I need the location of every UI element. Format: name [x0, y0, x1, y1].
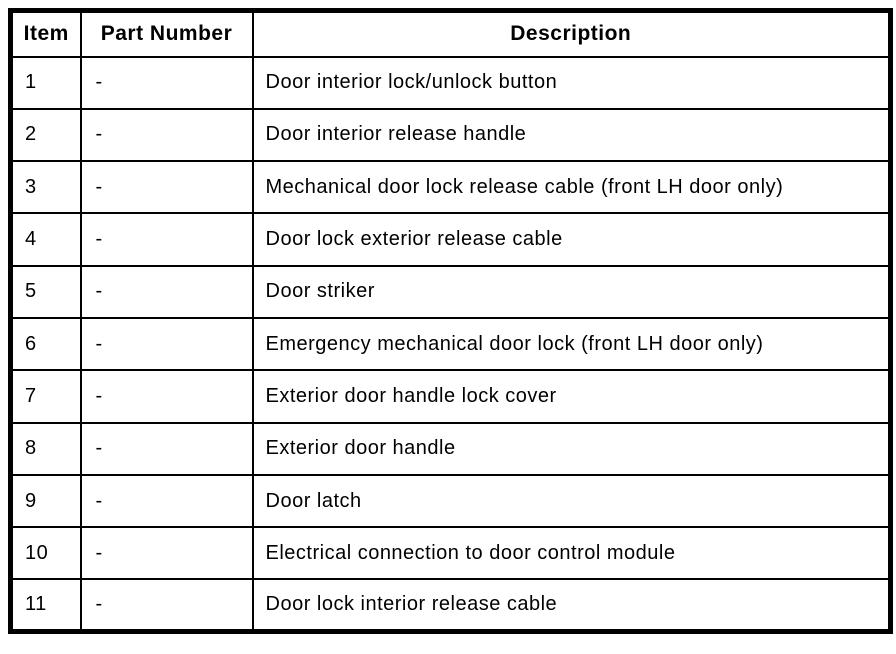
item-cell: 4: [9, 212, 82, 267]
description-cell: Door striker: [251, 264, 892, 319]
item-cell: 3: [9, 160, 82, 215]
description-cell: Emergency mechanical door lock (front LH…: [251, 316, 892, 372]
description-cell: Door interior lock/unlock button: [251, 55, 892, 110]
part-number-cell: -: [79, 578, 254, 633]
part-number-cell: -: [79, 212, 254, 267]
item-cell: 1: [9, 55, 82, 110]
description-cell: Door lock interior release cable: [251, 578, 892, 633]
part-number-cell: -: [79, 316, 254, 372]
part-number-cell: -: [79, 526, 254, 581]
description-cell: Mechanical door lock release cable (fron…: [251, 160, 892, 215]
description-cell: Door lock exterior release cable: [251, 212, 892, 267]
part-number-cell: -: [79, 107, 254, 163]
item-cell: 8: [9, 421, 82, 476]
parts-table-container: Item Part Number Description 1 - Door in…: [8, 8, 893, 635]
description-cell: Electrical connection to door control mo…: [251, 526, 892, 581]
table-row: 8 - Exterior door handle: [9, 421, 892, 476]
table-row: 9 - Door latch: [9, 473, 892, 529]
part-number-cell: -: [79, 160, 254, 215]
table-row: 6 - Emergency mechanical door lock (fron…: [9, 316, 892, 372]
column-header-part-number: Part Number: [79, 9, 254, 58]
item-cell: 6: [9, 316, 82, 372]
description-cell: Door latch: [251, 473, 892, 529]
column-header-description: Description: [251, 9, 892, 58]
part-number-cell: -: [79, 55, 254, 110]
item-cell: 11: [9, 578, 82, 633]
parts-table: Item Part Number Description 1 - Door in…: [8, 8, 893, 635]
header-row: Item Part Number Description: [9, 9, 892, 58]
part-number-cell: -: [79, 473, 254, 529]
description-cell: Door interior release handle: [251, 107, 892, 163]
item-cell: 5: [9, 264, 82, 319]
part-number-cell: -: [79, 421, 254, 476]
table-row: 2 - Door interior release handle: [9, 107, 892, 163]
table-row: 4 - Door lock exterior release cable: [9, 212, 892, 267]
item-cell: 10: [9, 526, 82, 581]
table-row: 3 - Mechanical door lock release cable (…: [9, 160, 892, 215]
table-row: 10 - Electrical connection to door contr…: [9, 526, 892, 581]
part-number-cell: -: [79, 369, 254, 424]
column-header-item: Item: [9, 9, 82, 58]
description-cell: Exterior door handle lock cover: [251, 369, 892, 424]
table-row: 1 - Door interior lock/unlock button: [9, 55, 892, 110]
table-row: 5 - Door striker: [9, 264, 892, 319]
table-row: 11 - Door lock interior release cable: [9, 578, 892, 633]
item-cell: 9: [9, 473, 82, 529]
table-row: 7 - Exterior door handle lock cover: [9, 369, 892, 424]
item-cell: 2: [9, 107, 82, 163]
item-cell: 7: [9, 369, 82, 424]
table-body: 1 - Door interior lock/unlock button 2 -…: [9, 55, 892, 633]
part-number-cell: -: [79, 264, 254, 319]
description-cell: Exterior door handle: [251, 421, 892, 476]
